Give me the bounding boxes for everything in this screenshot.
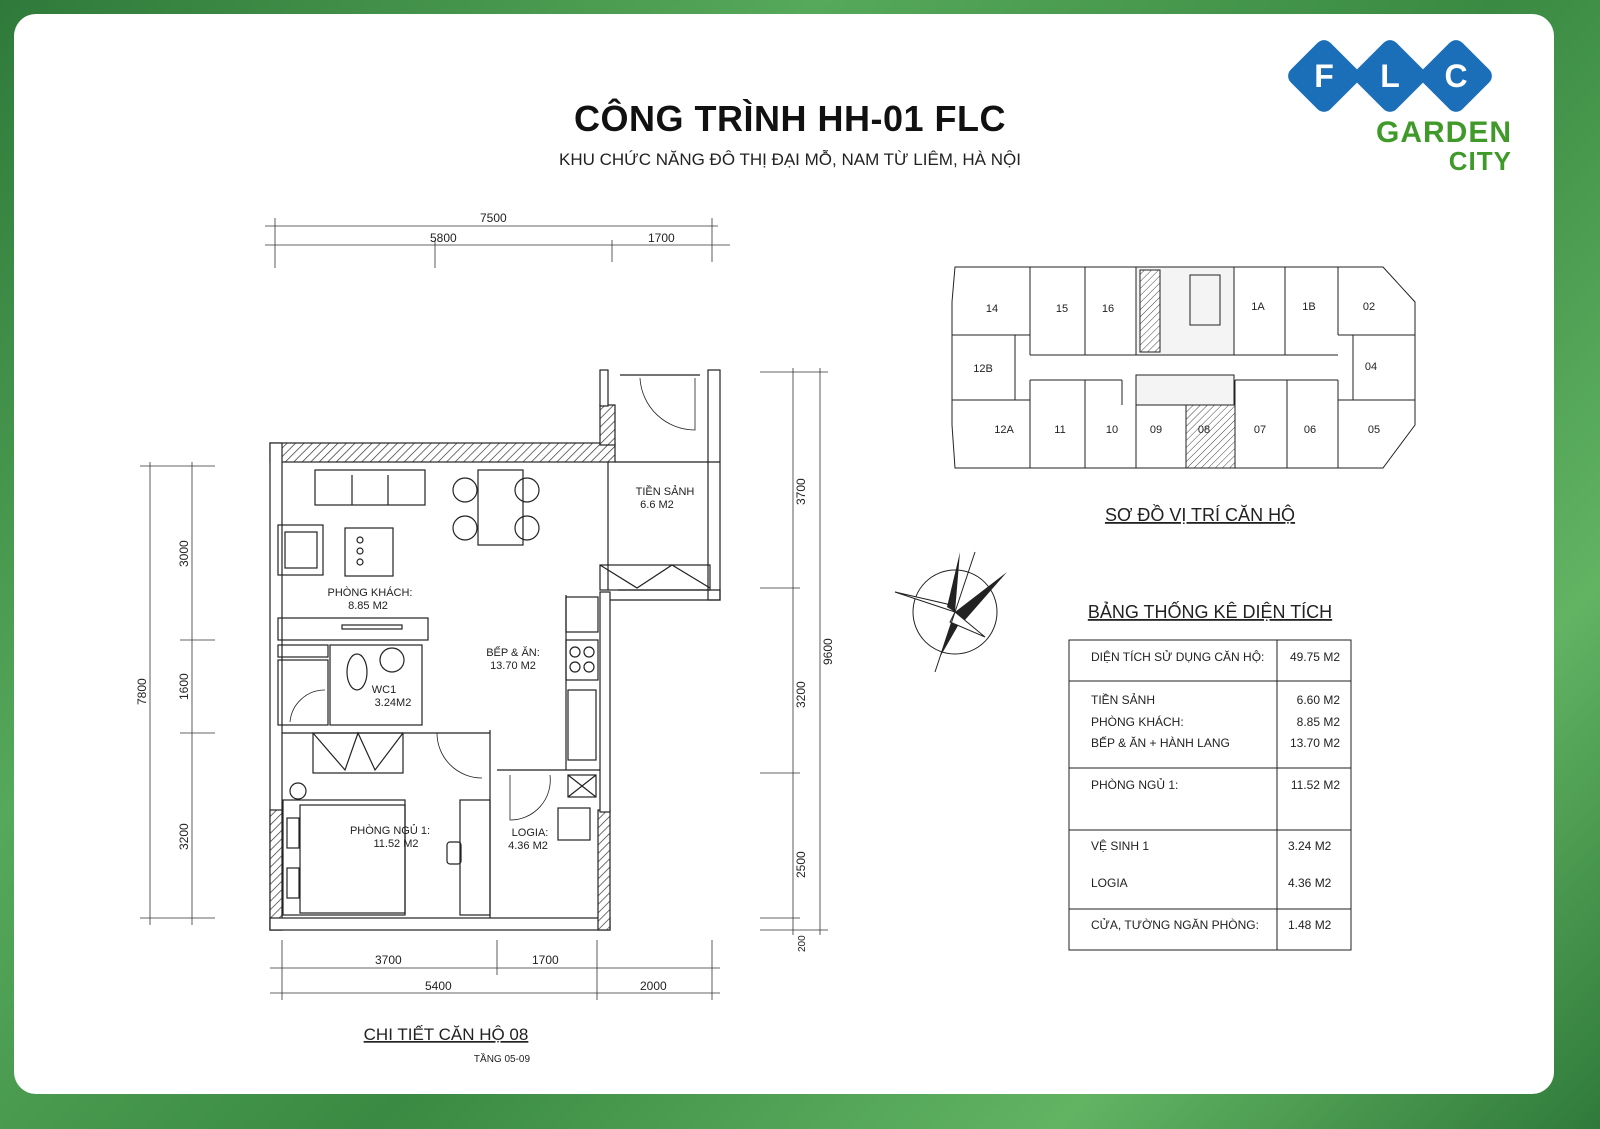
table-label: CỬA, TƯỜNG NGĂN PHÒNG: bbox=[1091, 917, 1259, 932]
dim-label: 3200 bbox=[177, 823, 191, 850]
logo-letter: C bbox=[1444, 58, 1468, 94]
room-name: BẾP & ĂN: bbox=[486, 646, 540, 659]
logo-garden: GARDEN bbox=[1375, 116, 1512, 149]
unit-label: 07 bbox=[1254, 424, 1266, 436]
dim-label: 7800 bbox=[135, 678, 149, 705]
area-table bbox=[1068, 639, 1352, 951]
unit-label: 12B bbox=[973, 363, 993, 375]
room-name: PHÒNG NGỦ 1: bbox=[350, 824, 430, 837]
room-area: 13.70 M2 bbox=[490, 660, 536, 672]
table-label: DIỆN TÍCH SỬ DỤNG CĂN HỘ: bbox=[1091, 649, 1264, 664]
dim-label: 1700 bbox=[648, 231, 675, 245]
dim-label: 3700 bbox=[375, 953, 402, 967]
room-area: 6.6 M2 bbox=[640, 499, 674, 511]
room-name: PHÒNG KHÁCH: bbox=[328, 586, 413, 599]
dimension-labels: 7500 5800 1700 3700 1700 5400 2000 7800 … bbox=[135, 211, 835, 993]
table-value: 3.24 M2 bbox=[1288, 839, 1332, 853]
table-title: BẢNG THỐNG KÊ DIỆN TÍCH bbox=[1088, 601, 1332, 622]
dim-label: 9600 bbox=[821, 638, 835, 665]
dim-label: 5400 bbox=[425, 979, 452, 993]
table-value: 6.60 M2 bbox=[1297, 693, 1341, 707]
unit-label: 1A bbox=[1251, 301, 1265, 313]
table-label: TIỀN SẢNH bbox=[1091, 692, 1155, 707]
unit-label: 15 bbox=[1056, 303, 1068, 315]
room-labels: TIỀN SẢNH 6.6 M2 PHÒNG KHÁCH: 8.85 M2 BẾ… bbox=[328, 485, 695, 852]
dim-label: 3200 bbox=[794, 681, 808, 708]
logo-letter: F bbox=[1314, 58, 1334, 94]
room-area: 11.52 M2 bbox=[373, 838, 418, 850]
area-table-cells: DIỆN TÍCH SỬ DỤNG CĂN HỘ: 49.75 M2 TIỀN … bbox=[1091, 649, 1340, 932]
room-area: 3.24M2 bbox=[375, 697, 412, 709]
unit-label: 02 bbox=[1363, 301, 1375, 313]
unit-label: 14 bbox=[986, 303, 998, 315]
table-label: LOGIA bbox=[1091, 876, 1128, 890]
dim-label: 1700 bbox=[532, 953, 559, 967]
unit-label: 16 bbox=[1102, 303, 1114, 315]
dim-label: 1600 bbox=[177, 673, 191, 700]
wall bbox=[269, 442, 616, 463]
unit-label-highlighted: 08 bbox=[1198, 424, 1210, 436]
logo-city: CITY bbox=[1448, 146, 1512, 176]
north-arrow-icon bbox=[894, 551, 1007, 673]
table-value: 8.85 M2 bbox=[1297, 715, 1341, 729]
site-unit-labels: 14 15 16 1A 1B 02 12B 04 12A 11 10 09 08… bbox=[973, 301, 1380, 436]
table-value: 1.48 M2 bbox=[1288, 918, 1332, 932]
unit-label: 09 bbox=[1150, 424, 1162, 436]
dim-label: 2000 bbox=[640, 979, 667, 993]
table-label: BẾP & ĂN + HÀNH LANG bbox=[1091, 735, 1230, 750]
logo-letter: L bbox=[1380, 58, 1400, 94]
table-value: 4.36 M2 bbox=[1288, 876, 1332, 890]
dim-label: 7500 bbox=[480, 211, 507, 225]
room-area: 4.36 M2 bbox=[508, 840, 548, 852]
plan-title: CHI TIẾT CĂN HỘ 08 bbox=[364, 1025, 529, 1044]
unit-label: 04 bbox=[1365, 361, 1377, 373]
dim-label: 3700 bbox=[794, 478, 808, 505]
page-subtitle: KHU CHỨC NĂNG ĐÔ THỊ ĐẠI MỖ, NAM TỪ LIÊM… bbox=[559, 150, 1021, 169]
table-value: 11.52 M2 bbox=[1291, 778, 1340, 792]
flc-garden-city-logo: F L C GARDEN CITY bbox=[1284, 36, 1530, 178]
site-plan bbox=[951, 266, 1416, 469]
floor-plan bbox=[269, 369, 721, 931]
page-title: CÔNG TRÌNH HH-01 FLC bbox=[574, 98, 1006, 139]
room-name: WC1 bbox=[372, 684, 396, 696]
floor-label: TẦNG 05-09 bbox=[474, 1052, 531, 1065]
unit-label: 05 bbox=[1368, 424, 1380, 436]
unit-label: 11 bbox=[1054, 424, 1065, 436]
unit-label: 1B bbox=[1302, 301, 1315, 313]
room-name: TIỀN SẢNH bbox=[636, 485, 695, 498]
room-area: 8.85 M2 bbox=[348, 600, 388, 612]
dimension-lines bbox=[140, 218, 828, 1000]
table-value: 49.75 M2 bbox=[1290, 650, 1340, 664]
room-name: LOGIA: bbox=[512, 827, 549, 839]
highlighted-unit bbox=[1185, 404, 1236, 469]
table-value: 13.70 M2 bbox=[1290, 736, 1340, 750]
table-label: PHÒNG NGỦ 1: bbox=[1091, 777, 1178, 792]
dim-label: 5800 bbox=[430, 231, 457, 245]
table-label: PHÒNG KHÁCH: bbox=[1091, 714, 1184, 729]
dim-label: 3000 bbox=[177, 540, 191, 567]
site-plan-title: SƠ ĐỒ VỊ TRÍ CĂN HỘ bbox=[1105, 504, 1295, 525]
unit-label: 12A bbox=[994, 424, 1014, 436]
table-label: VỆ SINH 1 bbox=[1091, 838, 1149, 853]
unit-label: 10 bbox=[1106, 424, 1118, 436]
dim-label: 200 bbox=[797, 935, 808, 952]
unit-label: 06 bbox=[1304, 424, 1316, 436]
dim-label: 2500 bbox=[794, 851, 808, 878]
